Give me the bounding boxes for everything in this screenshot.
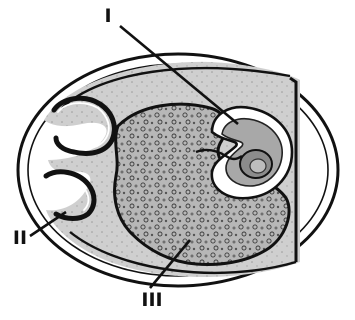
label-I: I <box>104 5 111 27</box>
label-III: III <box>141 289 162 311</box>
embryo-core-highlight <box>250 159 266 173</box>
label-II: II <box>13 227 27 249</box>
